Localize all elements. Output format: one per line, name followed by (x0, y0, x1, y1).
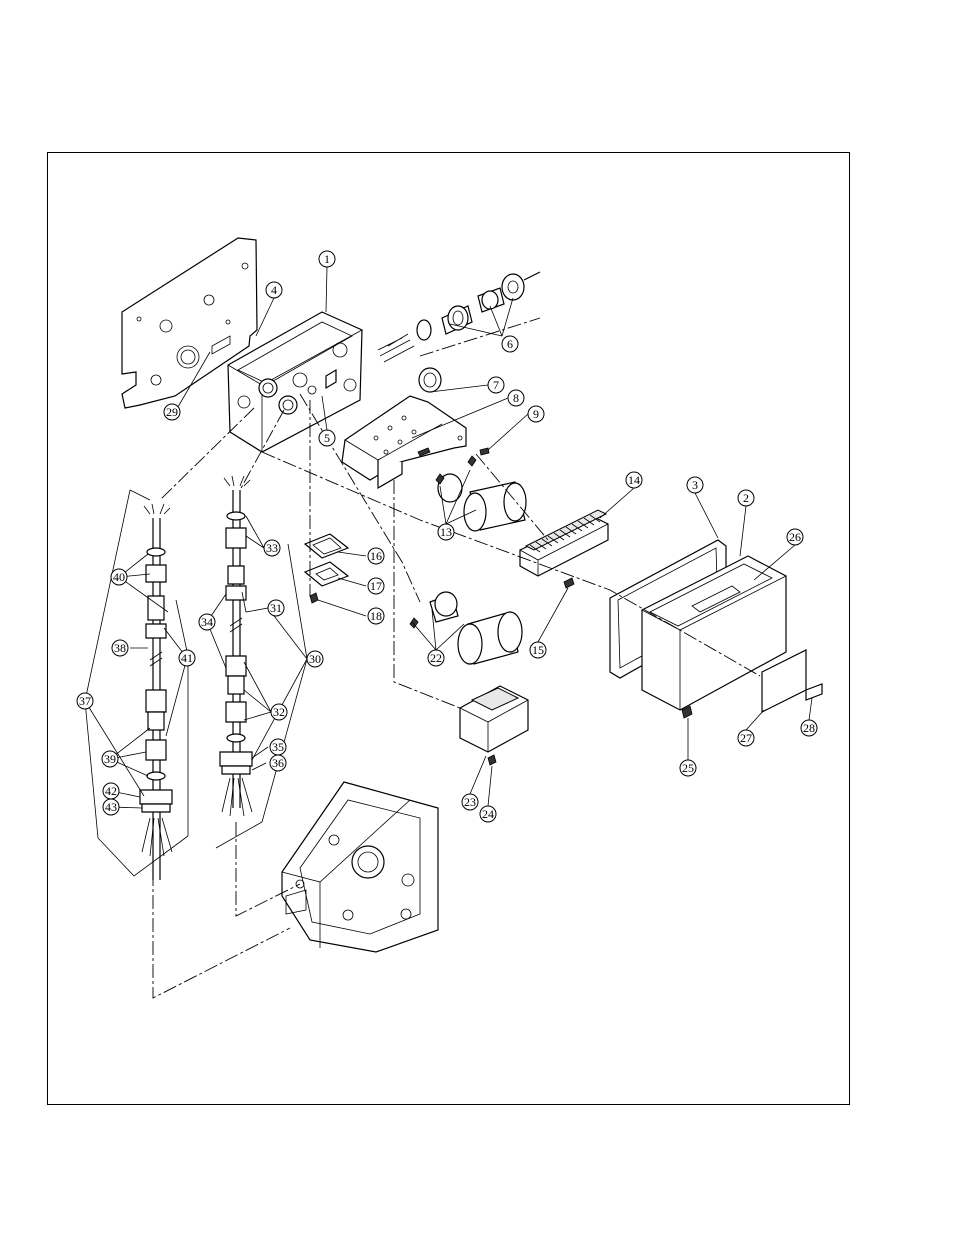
cable-assembly-middle (220, 476, 252, 816)
callout-15: 15 (530, 642, 546, 658)
callout-3: 3 (687, 477, 703, 493)
callout-18-label: 18 (370, 609, 382, 623)
capacitor-upper (436, 456, 526, 531)
callout-3-label: 3 (692, 478, 698, 492)
callout-31-label: 31 (270, 601, 282, 615)
callout-25: 25 (680, 760, 696, 776)
callout-39-label: 39 (104, 752, 116, 766)
mounting-bracket (342, 396, 489, 488)
callout-13-label: 13 (440, 525, 452, 539)
callout-7: 7 (488, 377, 504, 393)
callout-29: 29 (164, 404, 180, 420)
callout-23-label: 23 (464, 795, 476, 809)
callout-26: 26 (787, 529, 803, 545)
callout-30: 30 (307, 651, 323, 667)
callout-31: 31 (268, 600, 284, 616)
callout-40: 40 (111, 569, 127, 585)
callout-37-label: 37 (79, 694, 91, 708)
callout-5-label: 5 (324, 431, 330, 445)
callout-37: 37 (77, 693, 93, 709)
callout-26-label: 26 (789, 530, 801, 544)
callout-14-label: 14 (628, 473, 640, 487)
callout-9: 9 (528, 406, 544, 422)
callout-35-label: 35 (272, 740, 284, 754)
callout-41: 41 (179, 650, 195, 666)
callout-17: 17 (368, 578, 384, 594)
callout-27-label: 27 (740, 731, 752, 745)
callout-15-label: 15 (532, 643, 544, 657)
callout-32: 32 (271, 704, 287, 720)
callout-38: 38 (112, 640, 128, 656)
callout-6-label: 6 (507, 337, 513, 351)
callout-33-label: 33 (266, 541, 278, 555)
callout-28-label: 28 (803, 721, 815, 735)
callout-17-label: 17 (370, 579, 382, 593)
callout-24: 24 (480, 806, 496, 822)
callout-36-label: 36 (272, 756, 284, 770)
callout-38-label: 38 (114, 641, 126, 655)
callout-4-label: 4 (271, 283, 277, 297)
callout-43-label: 43 (105, 800, 117, 814)
callout-42-label: 42 (105, 784, 117, 798)
callout-24-label: 24 (482, 807, 494, 821)
callout-2-label: 2 (743, 491, 749, 505)
callout-23: 23 (462, 794, 478, 810)
callout-42: 42 (103, 783, 119, 799)
cable-assembly-left (140, 504, 172, 880)
callout-5: 5 (319, 430, 335, 446)
gasket-plates (305, 534, 348, 603)
callout-36: 36 (270, 755, 286, 771)
callout-33: 33 (264, 540, 280, 556)
callout-22: 22 (428, 650, 444, 666)
callout-6: 6 (502, 336, 518, 352)
callout-18: 18 (368, 608, 384, 624)
callout-27: 27 (738, 730, 754, 746)
callout-1-label: 1 (324, 252, 330, 266)
callout-39: 39 (102, 751, 118, 767)
callout-2: 2 (738, 490, 754, 506)
callout-32-label: 32 (273, 705, 285, 719)
callout-8-label: 8 (513, 391, 519, 405)
callout-16: 16 (368, 548, 384, 564)
callout-9-label: 9 (533, 407, 539, 421)
callout-7-label: 7 (493, 378, 499, 392)
callout-14: 14 (626, 472, 642, 488)
callout-43: 43 (103, 799, 119, 815)
capacitor-lower (410, 592, 522, 664)
callout-28: 28 (801, 720, 817, 736)
callout-25-label: 25 (682, 761, 694, 775)
callout-40-label: 40 (113, 570, 125, 584)
callout-1: 1 (319, 251, 335, 267)
callout-41-label: 41 (181, 651, 193, 665)
callout-22-label: 22 (430, 651, 442, 665)
cable-gland-set (378, 272, 540, 392)
callout-35: 35 (270, 739, 286, 755)
callout-16-label: 16 (370, 549, 382, 563)
callout-30-label: 30 (309, 652, 321, 666)
base-housing (282, 782, 438, 952)
callout-29-label: 29 (166, 405, 178, 419)
callout-8: 8 (508, 390, 524, 406)
callout-34: 34 (199, 614, 215, 630)
callout-4: 4 (266, 282, 282, 298)
callout-13: 13 (438, 524, 454, 540)
callout-34-label: 34 (201, 615, 213, 629)
